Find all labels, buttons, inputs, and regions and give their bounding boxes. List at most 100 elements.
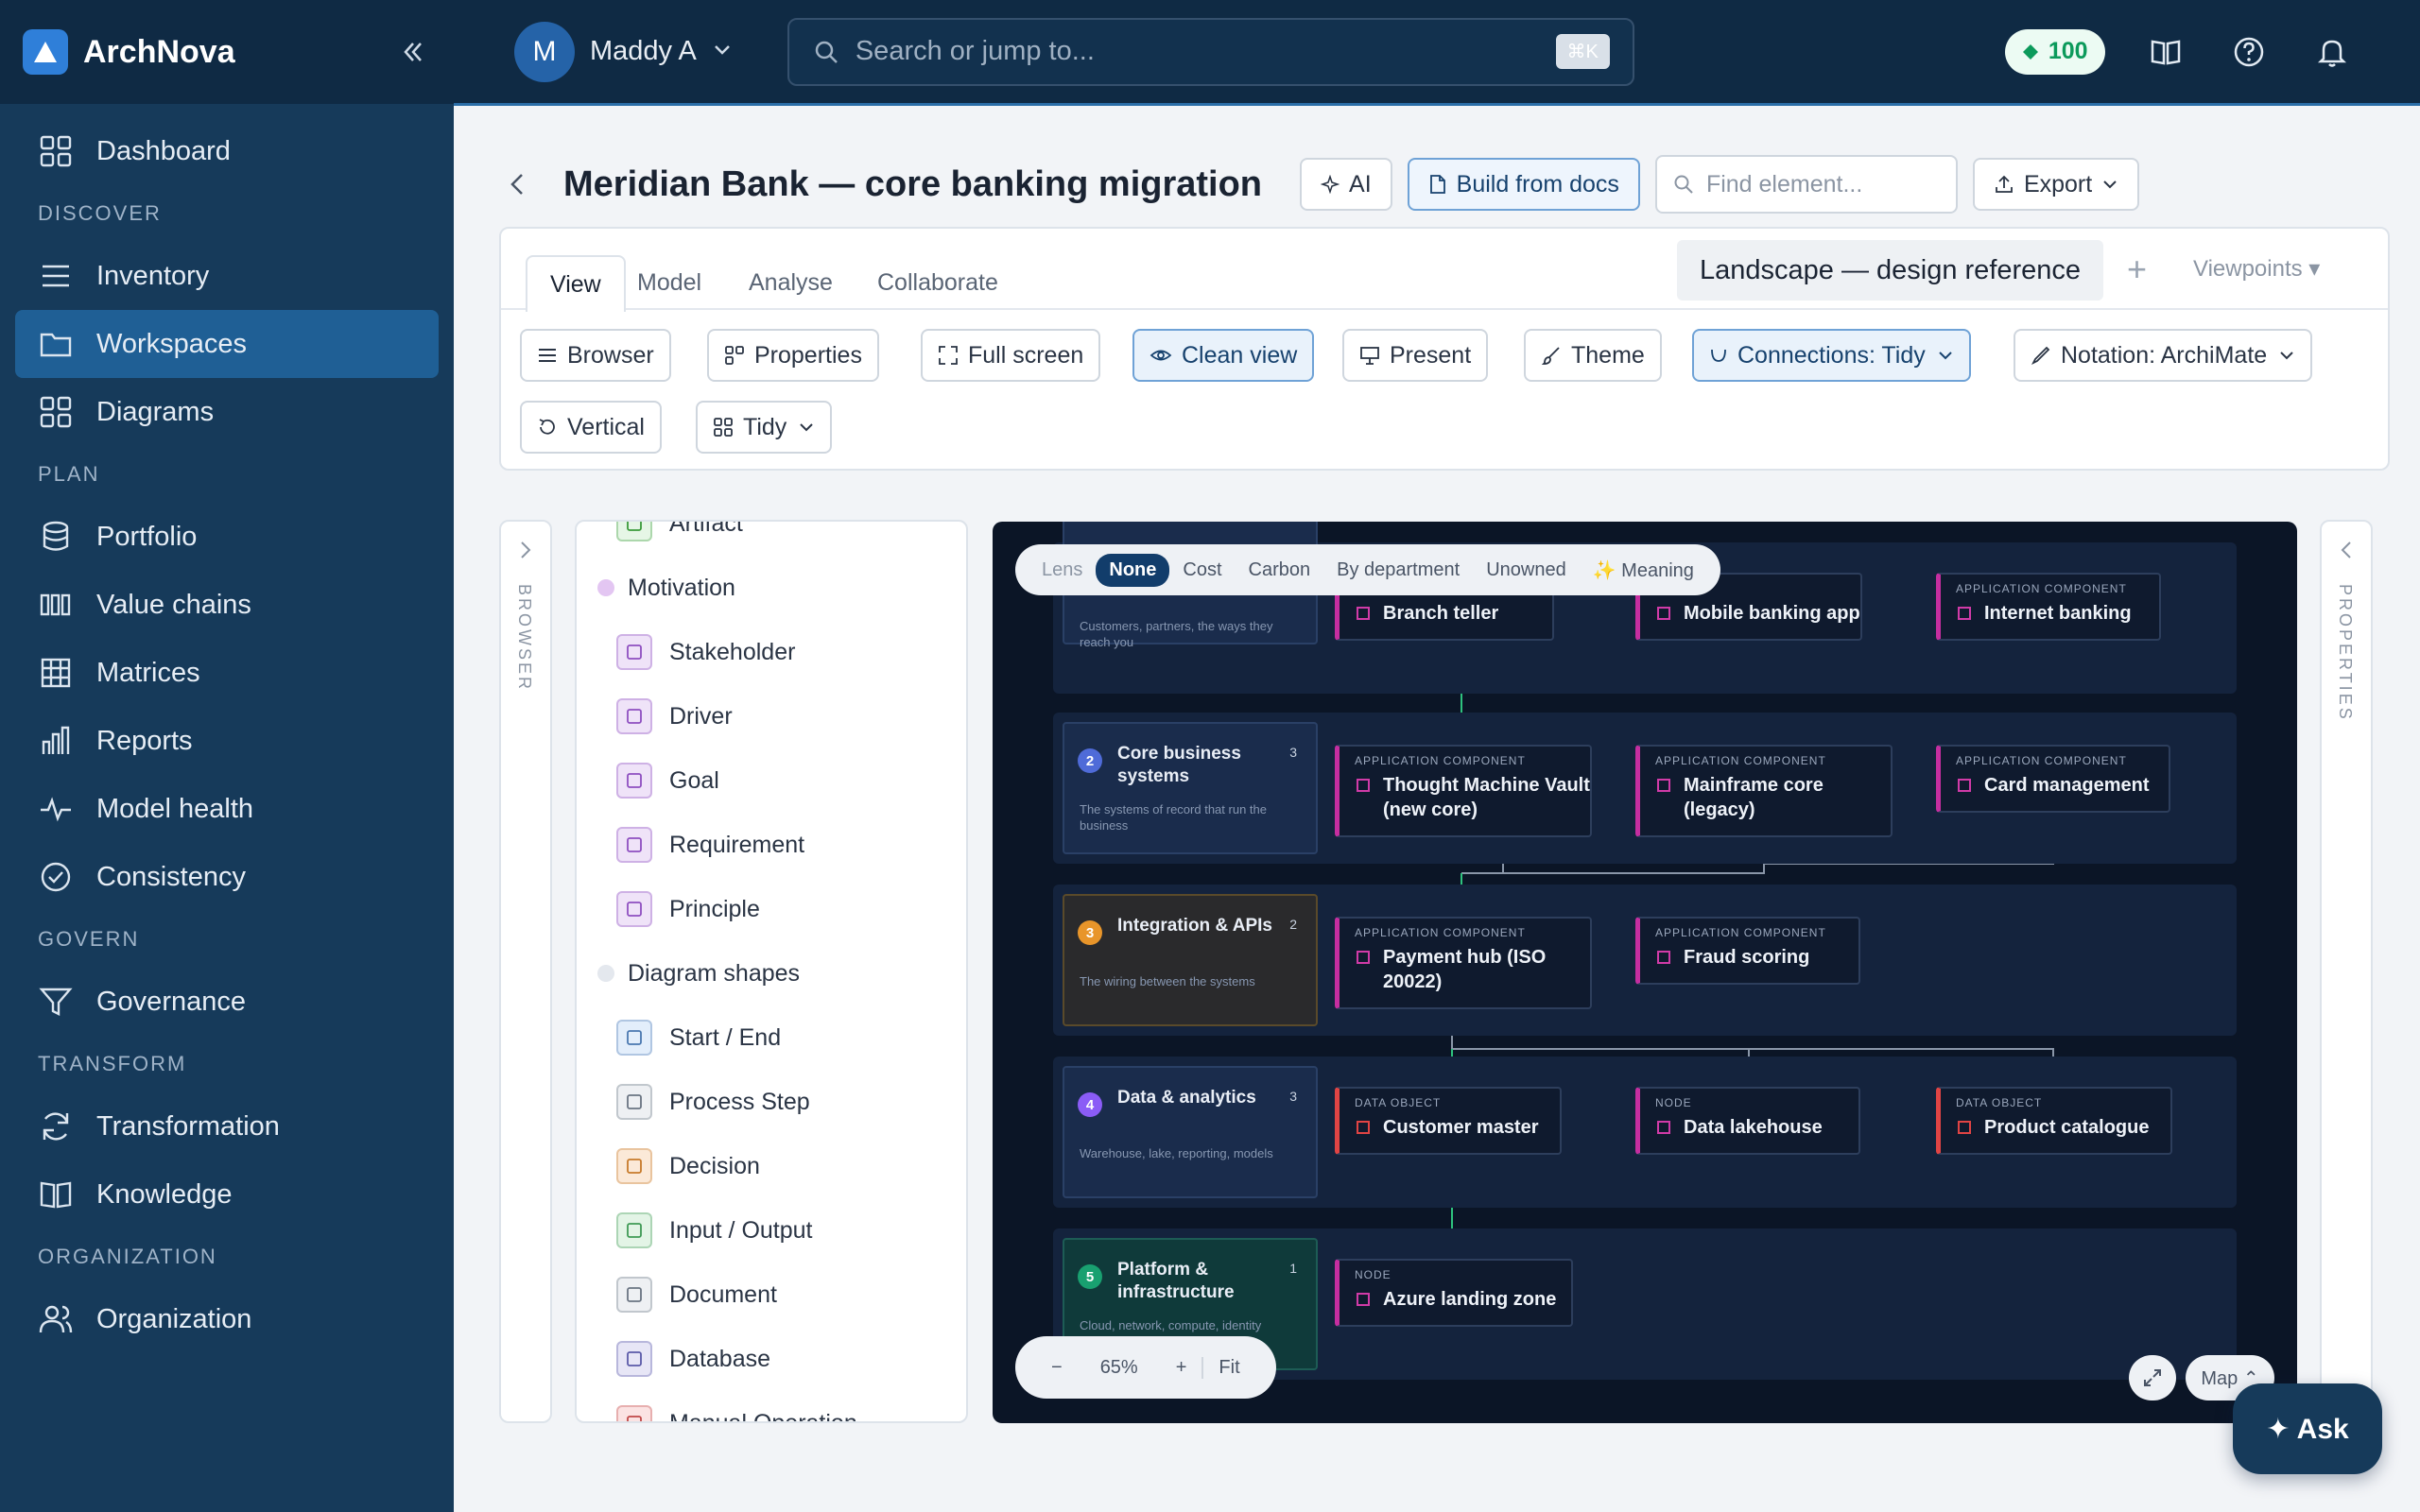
- sidebar-item-diagrams[interactable]: Diagrams: [15, 378, 439, 446]
- global-search-input[interactable]: Search or jump to... ⌘K: [786, 17, 1634, 86]
- palette-item[interactable]: Decision: [616, 1145, 760, 1187]
- palette-item[interactable]: Manual Operation: [616, 1402, 857, 1423]
- palette-item[interactable]: Database: [616, 1338, 770, 1380]
- ask-assistant-button[interactable]: ✦ Ask: [2233, 1383, 2382, 1474]
- sidebar-item-model-health[interactable]: Model health: [15, 775, 439, 843]
- properties-button[interactable]: Properties: [707, 329, 879, 382]
- full-screen-label: Full screen: [968, 341, 1084, 369]
- present-button[interactable]: Present: [1342, 329, 1489, 382]
- nav-section-label: ORGANIZATION: [38, 1245, 217, 1268]
- database-icon: [38, 519, 74, 555]
- tab-collaborate[interactable]: Collaborate: [877, 268, 998, 296]
- export-button[interactable]: Export: [1972, 158, 2140, 211]
- sidebar-item-value-chains[interactable]: Value chains: [15, 571, 439, 639]
- ai-button[interactable]: AI: [1300, 158, 1392, 211]
- lane-description: The wiring between the systems: [1080, 974, 1255, 988]
- connections-dropdown[interactable]: Connections: Tidy: [1692, 329, 1971, 382]
- palette-item[interactable]: Start / End: [616, 1017, 781, 1058]
- help-icon[interactable]: [2226, 29, 2272, 75]
- book-icon[interactable]: [2143, 29, 2188, 75]
- sidebar-item-dashboard[interactable]: Dashboard: [15, 117, 439, 185]
- palette-item[interactable]: Input / Output: [616, 1210, 813, 1251]
- fullscreen-canvas-button[interactable]: [2129, 1355, 2176, 1400]
- component-icon: [1357, 1121, 1370, 1134]
- pulse-icon: [38, 791, 74, 827]
- user-menu[interactable]: M Maddy A: [514, 21, 733, 82]
- vertical-layout-button[interactable]: Vertical: [520, 401, 662, 454]
- notation-dropdown[interactable]: Notation: ArchiMate: [2014, 329, 2313, 382]
- palette-item[interactable]: Driver: [616, 696, 733, 737]
- sidebar-item-knowledge[interactable]: Knowledge: [15, 1160, 439, 1228]
- sidebar-item-transformation[interactable]: Transformation: [15, 1092, 439, 1160]
- sidebar-item-workspaces[interactable]: Workspaces: [15, 310, 439, 378]
- sidebar-item-governance[interactable]: Governance: [15, 968, 439, 1036]
- palette-group[interactable]: Motivation: [597, 567, 735, 609]
- palette-item[interactable]: Requirement: [616, 824, 804, 866]
- lens-option-meaning[interactable]: ✨ Meaning: [1592, 559, 1694, 581]
- palette-item[interactable]: Document: [616, 1274, 777, 1315]
- lens-option-by-department[interactable]: By department: [1337, 558, 1461, 580]
- build-from-docs-button[interactable]: Build from docs: [1407, 158, 1640, 211]
- palette-item-label: Manual Operation: [669, 1409, 857, 1423]
- palette-item[interactable]: Process Step: [616, 1081, 810, 1123]
- palette-item[interactable]: Stakeholder: [616, 631, 795, 673]
- sidebar-item-reports[interactable]: Reports: [15, 707, 439, 775]
- palette-group[interactable]: Diagram shapes: [597, 953, 800, 994]
- expand-right-icon[interactable]: [514, 539, 537, 566]
- back-chevron-icon[interactable]: [499, 165, 537, 203]
- zoom-out-button[interactable]: −: [1051, 1356, 1063, 1378]
- credits-badge[interactable]: 100: [2004, 28, 2105, 75]
- palette-item[interactable]: Artifact: [616, 520, 743, 544]
- clean-view-button[interactable]: Clean view: [1132, 329, 1315, 382]
- sidebar-item-organization[interactable]: Organization: [15, 1285, 439, 1353]
- sidebar-item-matrices[interactable]: Matrices: [15, 639, 439, 707]
- theme-button[interactable]: Theme: [1524, 329, 1662, 382]
- tidy-dropdown[interactable]: Tidy: [696, 401, 833, 454]
- lens-option-carbon[interactable]: Carbon: [1248, 558, 1311, 580]
- tab-model[interactable]: Model: [637, 268, 702, 296]
- full-screen-button[interactable]: Full screen: [921, 329, 1101, 382]
- fit-button[interactable]: Fit: [1201, 1356, 1254, 1379]
- expand-left-icon[interactable]: [2335, 539, 2358, 566]
- tab-analyse[interactable]: Analyse: [749, 268, 833, 296]
- sidebar-item-inventory[interactable]: Inventory: [15, 242, 439, 310]
- zoom-in-button[interactable]: +: [1175, 1356, 1187, 1378]
- bell-icon[interactable]: [2309, 29, 2355, 75]
- lens-option-cost[interactable]: Cost: [1183, 558, 1222, 580]
- palette-item[interactable]: Goal: [616, 760, 719, 801]
- palette-shape-icon: [616, 827, 652, 863]
- find-element-input[interactable]: Find element...: [1654, 155, 1958, 214]
- palette-item[interactable]: Principle: [616, 888, 760, 930]
- properties-rail[interactable]: PROPERTIES: [2320, 520, 2373, 1423]
- sidebar-item-consistency[interactable]: Consistency: [15, 843, 439, 911]
- node-name: Fraud scoring: [1684, 947, 1810, 968]
- browser-button[interactable]: Browser: [520, 329, 671, 382]
- diagram-canvas[interactable]: customersCustomers, partners, the ways t…: [993, 522, 2297, 1423]
- view-tab-landscape[interactable]: Landscape — design reference: [1677, 240, 2104, 301]
- viewpoints-dropdown[interactable]: Viewpoints ▾: [2193, 256, 2321, 282]
- sidebar-item-portfolio[interactable]: Portfolio: [15, 503, 439, 571]
- collapse-sidebar-icon[interactable]: [393, 33, 431, 71]
- add-view-icon[interactable]: +: [2127, 249, 2148, 288]
- archnova-logo-icon[interactable]: [23, 29, 68, 75]
- tab-view[interactable]: View: [526, 255, 626, 312]
- lens-option-unowned[interactable]: Unowned: [1486, 558, 1566, 580]
- palette-item-label: Artifact: [669, 520, 743, 537]
- lens-option-none[interactable]: None: [1096, 553, 1170, 587]
- lane-count: 3: [1289, 1089, 1297, 1104]
- browser-rail[interactable]: BROWSER: [499, 520, 552, 1423]
